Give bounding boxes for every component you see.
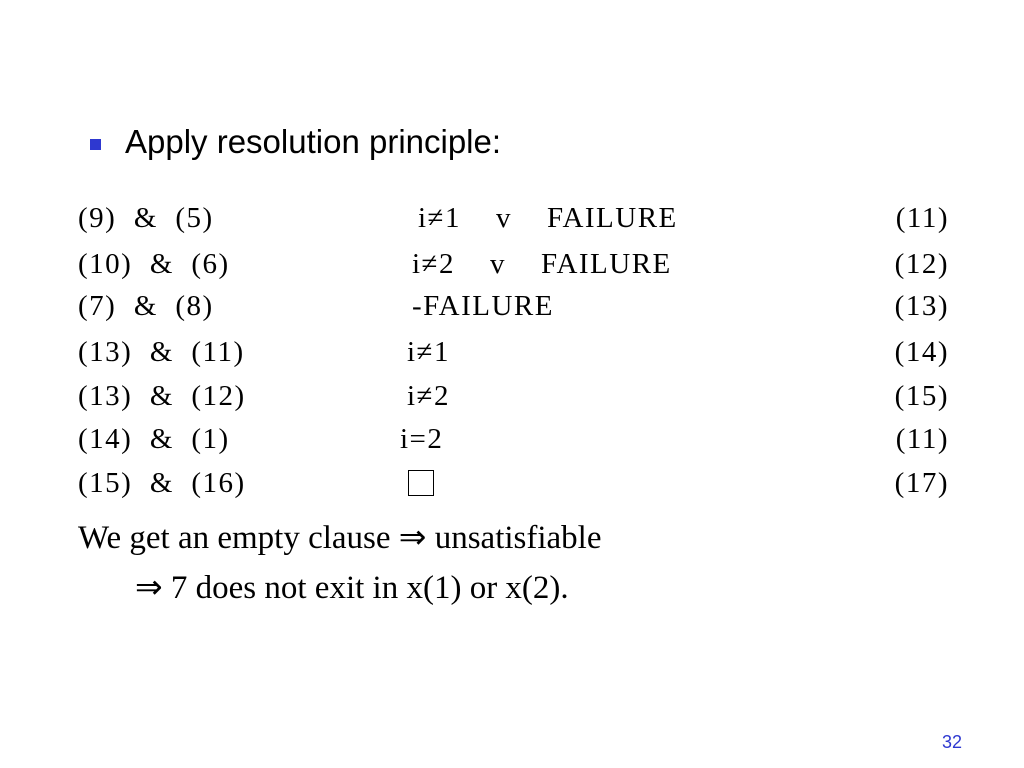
- resolution-step-row: (13) & (12) i≠2 (15): [0, 380, 1024, 420]
- step-clause: i≠2: [407, 380, 450, 412]
- bullet-text: Apply resolution principle:: [125, 123, 502, 160]
- resolution-step-row: (15) & (16) (17): [0, 467, 1024, 507]
- step-number: (15): [894, 380, 949, 412]
- empty-clause-box-icon: [408, 470, 434, 496]
- step-clause: i≠2 v FAILURE: [412, 248, 672, 280]
- resolution-step-row: (9) & (5) i≠1 v FAILURE (11): [0, 202, 1024, 242]
- step-clause: -FAILURE: [412, 290, 554, 322]
- bullet-item: Apply resolution principle:: [90, 122, 501, 162]
- step-number: (13): [894, 290, 949, 322]
- step-clause: i≠1: [407, 336, 450, 368]
- step-source: (10) & (6): [78, 248, 230, 280]
- conclusion-line-2: ⇒ 7 does not exit in x(1) or x(2).: [135, 570, 569, 606]
- step-number: (14): [894, 336, 949, 368]
- step-source: (14) & (1): [78, 423, 230, 455]
- step-clause: i≠1 v FAILURE: [418, 202, 678, 234]
- step-source: (15) & (16): [78, 467, 246, 499]
- step-number: (12): [894, 248, 949, 280]
- page-number: 32: [941, 732, 962, 752]
- step-source: (9) & (5): [78, 202, 214, 234]
- step-number: (17): [894, 467, 949, 499]
- step-number: (11): [895, 202, 949, 234]
- resolution-step-row: (14) & (1) i=2 (11): [0, 423, 1024, 463]
- conclusion-line-1: We get an empty clause ⇒ unsatisfiable: [78, 520, 602, 556]
- resolution-step-row: (7) & (8) -FAILURE (13): [0, 290, 1024, 330]
- step-source: (7) & (8): [78, 290, 214, 322]
- step-source: (13) & (12): [78, 380, 246, 412]
- resolution-step-row: (10) & (6) i≠2 v FAILURE (12): [0, 248, 1024, 288]
- bullet-square-icon: [90, 138, 101, 150]
- step-clause-empty: [408, 467, 434, 504]
- resolution-step-row: (13) & (11) i≠1 (14): [0, 336, 1024, 376]
- step-clause: i=2: [400, 423, 444, 455]
- step-number: (11): [895, 423, 949, 455]
- step-source: (13) & (11): [78, 336, 245, 368]
